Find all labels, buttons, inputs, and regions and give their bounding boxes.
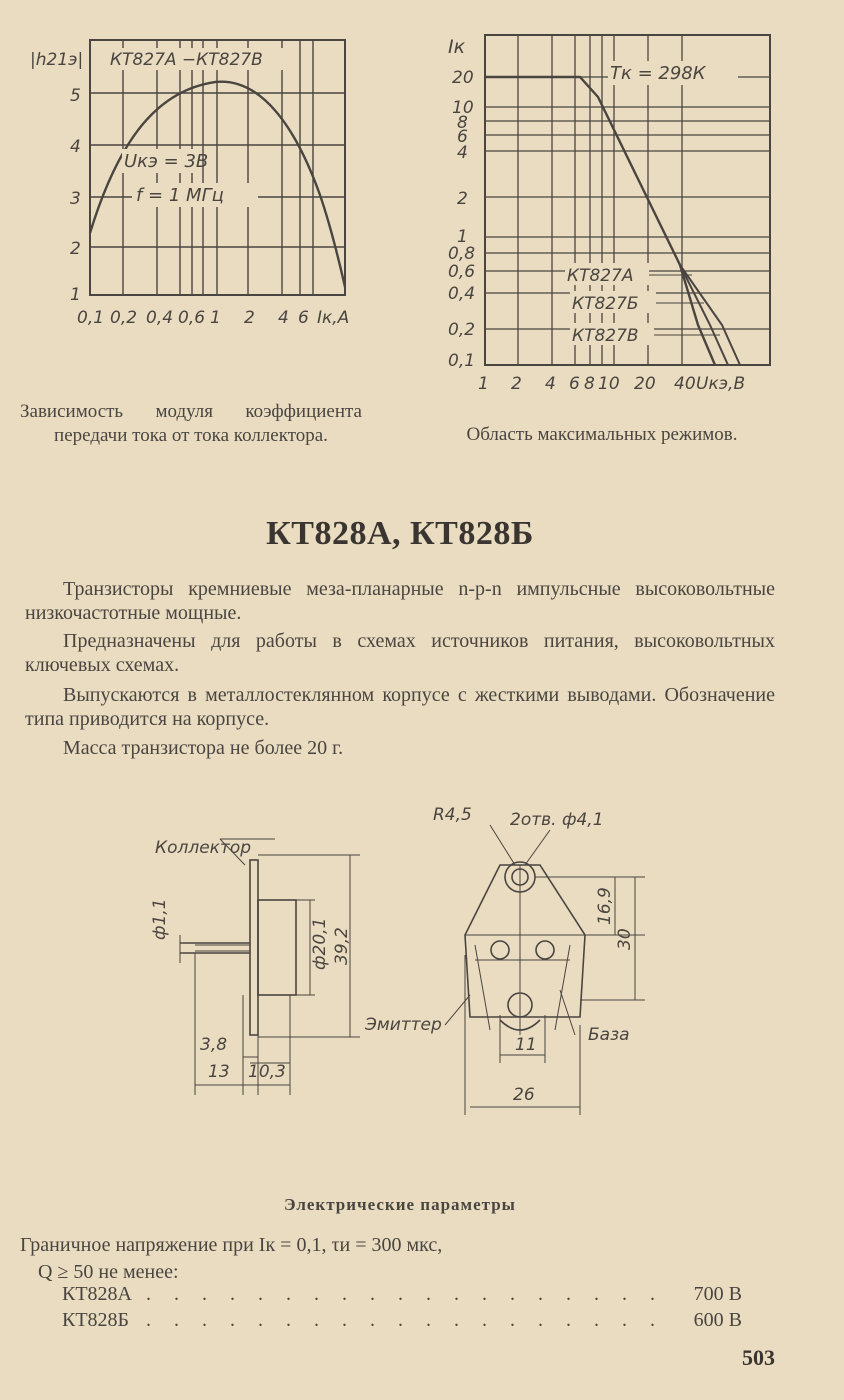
dimension-pin: ф1,1 [150,898,170,940]
parameter-intro-line: Q ≥ 50 не менее: [38,1261,179,1283]
y-tick: 1 [457,227,468,247]
dimension-body: ф20,1 [310,918,330,970]
x-tick: 40 [674,374,696,394]
paragraph: Предназначены для работы в схемах источн… [25,630,775,676]
y-tick: 0,2 [448,320,475,340]
dimension-holes: 2отв. ф4,1 [510,810,604,830]
y-tick: 2 [70,239,81,259]
parameter-row: . . . . . . . . . . . . . . . . . . . . … [62,1309,742,1332]
right-graph-caption: Область максимальных режимов. [466,424,738,445]
y-axis-label: Iк [448,36,466,58]
x-tick: 1 [478,374,489,394]
dimension-3-8: 3,8 [200,1035,227,1055]
dimension-13: 13 [208,1062,230,1082]
frequency-condition: f = 1 МГц [136,185,224,206]
parameters-heading: Электрические параметры [284,1195,516,1214]
y-tick: 0,1 [448,351,475,371]
y-tick: 3 [70,189,81,209]
y-tick: 1 [70,285,81,305]
x-tick: 0,1 [77,308,104,328]
collector-label: Коллектор [155,838,251,858]
y-axis-label: |h21э| [30,50,83,70]
x-tick: 6 [569,374,580,394]
dimension-30: 30 [615,928,635,950]
x-tick: 4 [278,308,289,328]
x-axis-label: Iк,А [317,308,349,328]
curve-label-b: КТ827Б [572,294,639,314]
dimension-10-3: 10,3 [248,1062,286,1082]
x-tick: 2 [511,374,522,394]
x-tick: 0,2 [110,308,137,328]
x-tick: 6 [298,308,309,328]
dimension-16-9: 16,9 [595,887,615,925]
dimension-26: 26 [513,1085,535,1105]
paragraph: Выпускаются в металлостеклянном корпусе … [25,684,775,730]
section-heading: КТ828А, КТ828Б [266,515,534,552]
paragraph: Транзисторы кремниевые меза-планарные n-… [25,578,775,624]
y-tick: 0,6 [448,262,475,282]
safe-operating-area-graph: Iк 20 10 8 6 4 2 1 0,8 0,6 0,4 0,2 0,1 1… [430,25,810,400]
y-tick: 0,4 [448,284,475,304]
x-tick: 0,4 [146,308,173,328]
y-tick: 5 [70,86,81,106]
y-tick: 0,8 [448,244,475,264]
x-tick: 20 [634,374,656,394]
x-tick: 8 [584,374,595,394]
paragraph: Масса транзистора не более 20 г. [63,737,344,759]
y-tick: 8 [457,113,468,133]
emitter-label: Эмиттер [364,1015,442,1035]
curve-legend: КТ827А −КТ827В [110,50,263,70]
y-tick: 10 [452,98,474,118]
left-graph-caption: Зависимость модуля коэффициента передачи… [20,401,362,446]
dimension-11: 11 [515,1035,537,1055]
curve-label-v: КТ827В [572,326,639,346]
y-tick: 20 [452,68,474,88]
y-tick: 6 [457,127,468,147]
x-tick: 1 [210,308,221,328]
curve-label-a: КТ827А [567,266,634,286]
x-tick: 4 [545,374,556,394]
parameter-row: . . . . . . . . . . . . . . . . . . . . … [62,1283,742,1306]
y-tick: 4 [457,143,468,163]
y-tick: 4 [70,137,81,157]
x-tick: 2 [244,308,255,328]
page-number: 503 [742,1345,775,1370]
x-tick: 10 [598,374,620,394]
dimension-flange: 39,2 [332,927,352,965]
dimension-radius: R4,5 [433,805,472,825]
x-axis-label: Uкэ,В [696,374,745,394]
parameter-intro-line: Граничное напряжение при Iк = 0,1, τи = … [20,1234,443,1256]
x-tick: 0,6 [178,308,205,328]
base-label: База [588,1025,630,1045]
voltage-condition: Uкэ = 3В [124,151,208,172]
package-drawing: Коллектор Эмиттер База R4,5 2отв. ф4,1 ф… [140,795,660,1125]
temperature-label: Tк = 298К [610,63,707,84]
y-tick: 2 [457,189,468,209]
h21e-graph: |h21э| 5 4 3 2 1 0,1 0,2 0,4 0,6 1 2 4 6… [20,25,390,335]
